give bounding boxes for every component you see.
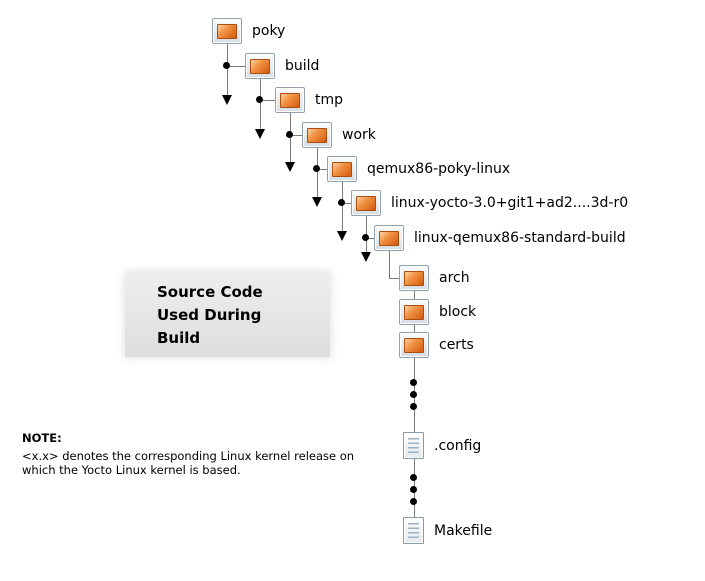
arrow-down-icon (255, 129, 265, 139)
arrow-down-icon (337, 231, 347, 241)
ellipsis-dot (410, 391, 417, 398)
connector-line (342, 182, 343, 231)
node-label: linux-qemux86-standard-build (414, 230, 626, 246)
arrow-down-icon (361, 252, 371, 262)
connector-line (366, 238, 374, 239)
connector-line (389, 251, 390, 278)
junction-dot (286, 131, 293, 138)
folder-glyph (280, 92, 300, 108)
folder-glyph (307, 127, 327, 143)
ellipsis-dot (410, 486, 417, 493)
node-label: certs (439, 337, 474, 353)
junction-dot (223, 62, 230, 69)
folder-icon (212, 18, 242, 44)
node-label: build (285, 58, 320, 74)
node-linux-yocto: linux-yocto-3.0+git1+ad2....3d-r0 (351, 190, 628, 216)
node-label: poky (252, 23, 286, 39)
junction-dot (256, 96, 263, 103)
node-tmp: tmp (275, 87, 343, 113)
node-makefile: Makefile (403, 517, 492, 544)
ellipsis-dot (410, 474, 417, 481)
note-block: NOTE: <x.x> denotes the corresponding Li… (22, 431, 354, 477)
document-icon (403, 517, 424, 544)
arrow-down-icon (312, 197, 322, 207)
node-qemux86-poky-linux: qemux86-poky-linux (327, 156, 510, 182)
folder-glyph (250, 58, 270, 74)
folder-icon (275, 87, 305, 113)
junction-dot (338, 199, 345, 206)
folder-icon (302, 122, 332, 148)
node-poky: poky (212, 18, 285, 44)
folder-glyph (217, 23, 237, 39)
connector-line (260, 100, 275, 101)
folder-icon (399, 265, 429, 291)
node-arch: arch (399, 265, 470, 291)
folder-icon (327, 156, 357, 182)
folder-glyph (404, 337, 424, 353)
node-label: .config (434, 437, 482, 454)
folder-icon (351, 190, 381, 216)
node-label: linux-yocto-3.0+git1+ad2....3d-r0 (391, 195, 629, 211)
callout-line: Used During (157, 306, 262, 324)
connector-line (342, 203, 351, 204)
node-label: tmp (315, 92, 344, 108)
ellipsis-dot (410, 379, 417, 386)
node-build: build (245, 53, 319, 79)
callout-source-code: Source Code Used During Build (125, 272, 330, 357)
connector-line (290, 135, 302, 136)
node-label: qemux86-poky-linux (367, 161, 511, 177)
note-title: NOTE: (22, 431, 62, 445)
ellipsis-dot (410, 403, 417, 410)
callout-line: Build (157, 329, 201, 347)
node-certs: certs (399, 332, 474, 358)
node-work: work (302, 122, 376, 148)
connector-line (389, 278, 399, 279)
node-label: work (342, 127, 376, 143)
node-linux-qemux86-standard-build: linux-qemux86-standard-build (374, 225, 626, 251)
callout-line: Source Code (157, 283, 263, 301)
arrow-down-icon (285, 162, 295, 172)
node-label: block (439, 304, 477, 320)
node-label: arch (439, 270, 470, 286)
folder-icon (374, 225, 404, 251)
node-block: block (399, 299, 476, 325)
folder-glyph (379, 230, 399, 246)
folder-icon (399, 332, 429, 358)
folder-glyph (332, 161, 352, 177)
connector-line (317, 148, 318, 197)
connector-line (227, 44, 228, 95)
connector-line (227, 66, 245, 67)
junction-dot (313, 165, 320, 172)
note-line: <x.x> denotes the corresponding Linux ke… (22, 449, 355, 463)
folder-glyph (404, 304, 424, 320)
connector-line (260, 79, 261, 129)
connector-line (317, 169, 327, 170)
note-line: which the Yocto Linux kernel is based. (22, 463, 241, 477)
junction-dot (362, 234, 369, 241)
ellipsis-dot (410, 498, 417, 505)
folder-icon (245, 53, 275, 79)
node-dot-config: .config (403, 432, 481, 459)
node-label: Makefile (434, 522, 493, 539)
folder-glyph (356, 195, 376, 211)
folder-icon (399, 299, 429, 325)
document-icon (403, 432, 424, 459)
folder-glyph (404, 270, 424, 286)
arrow-down-icon (222, 95, 232, 105)
